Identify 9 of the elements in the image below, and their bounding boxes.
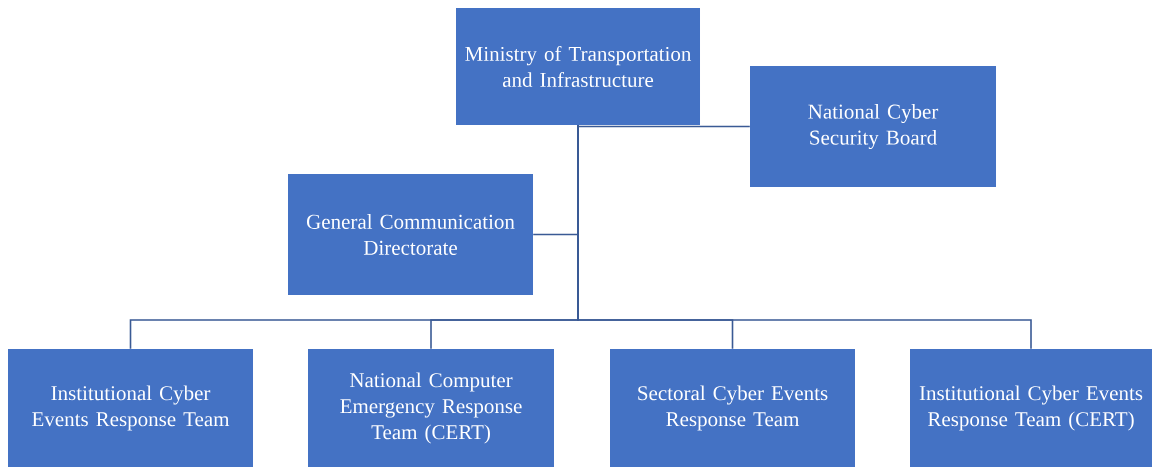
org-box: National Cyber Security Board	[750, 66, 996, 187]
connector-line	[577, 124, 751, 128]
org-box: National Computer Emergency Response Team (CERT)	[308, 349, 554, 467]
org-box: General Communication Directorate	[288, 174, 533, 295]
org-box: Sectoral Cyber Events Response Team	[610, 349, 855, 467]
connector-line	[577, 124, 1032, 350]
org-box: Ministry of Transportation and Infrastructure	[456, 8, 700, 125]
org-box: Institutional Cyber Events Response Team (CERT)	[910, 349, 1152, 467]
org-box: Institutional Cyber Events Response Team	[8, 349, 253, 467]
